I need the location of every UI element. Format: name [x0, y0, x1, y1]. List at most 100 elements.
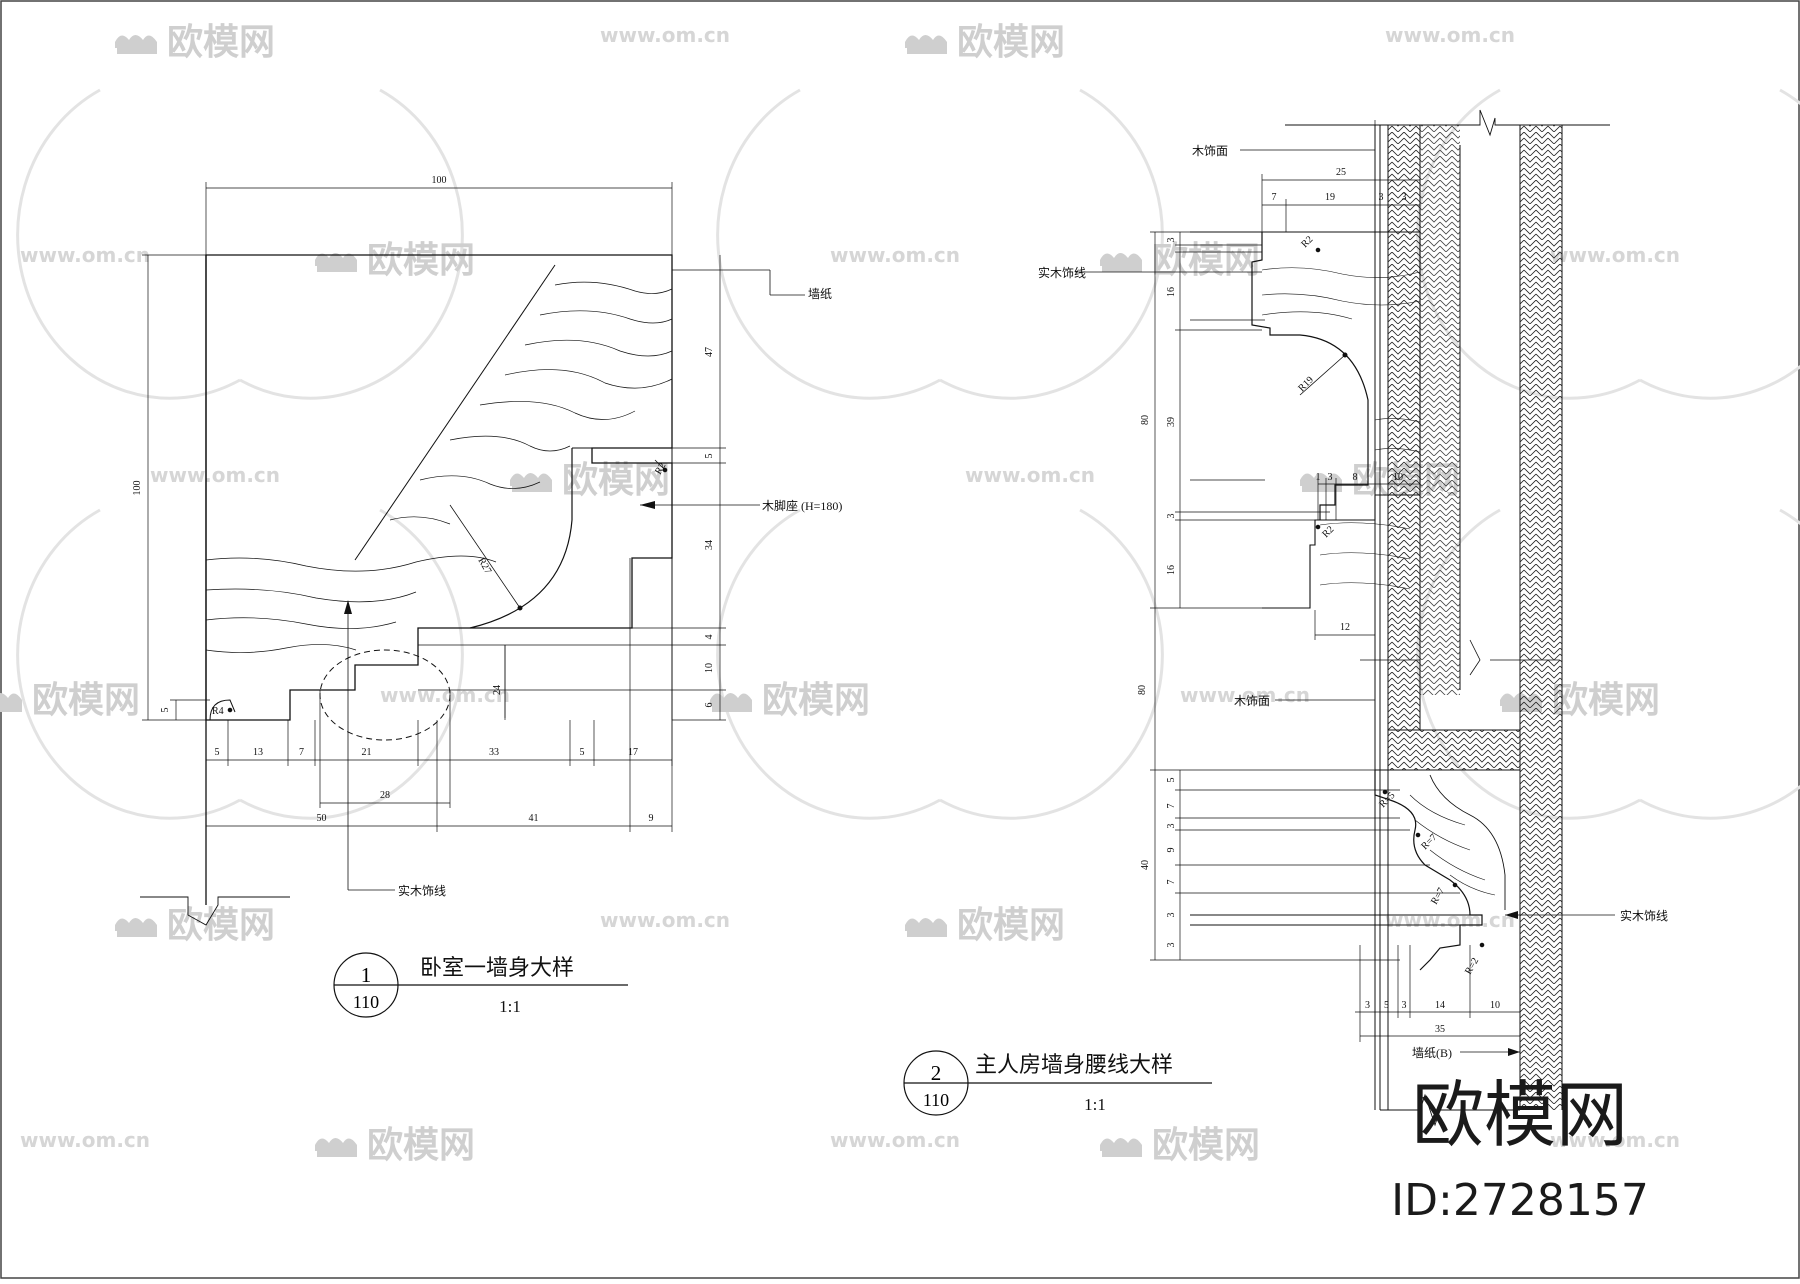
watermark-brand: 欧模网: [115, 905, 275, 946]
svg-text:欧模网: 欧模网: [1152, 1125, 1260, 1166]
brand-id: ID:2728157: [1391, 1175, 1649, 1226]
watermark-brand: 欧模网: [1100, 240, 1260, 281]
svg-text:欧模网: 欧模网: [762, 680, 870, 721]
watermark-brand: 欧模网: [315, 1125, 475, 1166]
dim-left-5: 5: [160, 708, 171, 713]
dim-right-1: 5: [704, 454, 715, 459]
watermark-url: www.om.cn: [600, 908, 730, 932]
dim-d2-top-3b: 3: [1402, 192, 1407, 203]
radius-r2-b: R2: [1320, 524, 1336, 540]
watermark-brand: 欧模网: [905, 22, 1065, 63]
svg-text:欧模网: 欧模网: [32, 680, 140, 721]
svg-text:欧模网: 欧模网: [1552, 680, 1660, 721]
dim-left-100: 100: [132, 481, 143, 496]
label-wallpaper-b: 墙纸(B): [1412, 1046, 1452, 1060]
detail-1-number: 1: [361, 963, 372, 987]
dim-d2-ll-7: 3: [1166, 943, 1177, 948]
dim-d2-bot-1: 5: [1384, 1000, 1389, 1011]
dim-d2-ll-4: 7: [1166, 880, 1177, 885]
dim-d2-mid-12: 12: [1340, 622, 1350, 633]
label-wallpaper: 墙纸: [808, 287, 832, 301]
watermark-brand: 欧模网: [1100, 1125, 1260, 1166]
detail-2-number: 2: [931, 1061, 942, 1085]
watermark-brand: 欧模网: [0, 680, 140, 721]
watermark-url: www.om.cn: [1385, 23, 1515, 47]
radius-r19: R19: [1296, 375, 1316, 395]
dim-right-4: 10: [704, 663, 715, 673]
watermark-url: www.om.cn: [380, 683, 510, 707]
label-molding-1: 实木饰线: [398, 883, 446, 898]
watermark-brand: 欧模网: [710, 680, 870, 721]
detail-2-scale: 1:1: [1084, 1095, 1106, 1114]
watermark-url: www.om.cn: [150, 463, 280, 487]
dim-d2-ll-6: 40: [1140, 860, 1151, 870]
watermark-url: www.om.cn: [830, 243, 960, 267]
dim-row3-0: 50: [317, 813, 327, 824]
dim-right-2: 34: [704, 540, 715, 550]
radius-r2-d1: R2: [653, 461, 668, 477]
dim-d2-lu-16a: 16: [1166, 287, 1177, 297]
detail-1-title: 卧室一墙身大样: [420, 955, 574, 980]
dim-d2-ll-5: 3: [1166, 913, 1177, 918]
dim-d2-lu-39: 39: [1166, 417, 1177, 427]
radius-r4: R4: [212, 706, 224, 717]
dim-d2-lu-16b: 16: [1166, 565, 1177, 575]
dim-row3-1: 41: [529, 813, 539, 824]
label-molding-top: 实木饰线: [1038, 265, 1086, 280]
svg-text:欧模网: 欧模网: [167, 905, 275, 946]
detail-1-sheet: 110: [353, 992, 379, 1012]
detail-2-sheet: 110: [923, 1090, 949, 1110]
detail-1-bedroom-wall-section: [140, 182, 805, 926]
svg-text:欧模网: 欧模网: [957, 905, 1065, 946]
dim-d2-lu-80: 80: [1140, 415, 1151, 425]
dim-d2-mid-1: 1: [1316, 472, 1321, 483]
svg-text:欧模网: 欧模网: [957, 22, 1065, 63]
dim-d2-top-25: 25: [1336, 167, 1346, 178]
svg-text:欧模网: 欧模网: [367, 1125, 475, 1166]
watermark-url: www.om.cn: [1385, 908, 1515, 932]
dim-row1-5: 5: [580, 747, 585, 758]
watermark-url: www.om.cn: [20, 1128, 150, 1152]
watermark-url: www.om.cn: [1180, 683, 1310, 707]
dim-outer-80: 80: [1137, 685, 1148, 695]
dim-top-100: 100: [432, 175, 447, 186]
label-baseboard: 木脚座 (H=180): [762, 498, 842, 513]
label-wood-finish-mid: 木饰面: [1234, 694, 1270, 708]
detail-2-title: 主人房墙身腰线大样: [975, 1052, 1173, 1077]
detail-2-master-room-waistline: [1075, 109, 1615, 1127]
dim-d2-ll-1: 7: [1166, 804, 1177, 809]
dim-row1-3: 21: [362, 747, 372, 758]
watermark-brand: 欧模网: [315, 240, 475, 281]
radius-r2-a: R2: [1299, 234, 1315, 250]
label-wood-finish-top: 木饰面: [1192, 144, 1228, 158]
dim-d2-bot-4: 10: [1490, 1000, 1500, 1011]
watermark-url: www.om.cn: [1550, 1128, 1680, 1152]
svg-text:欧模网: 欧模网: [1152, 240, 1260, 281]
dim-row1-4: 33: [489, 747, 499, 758]
label-molding-bottom: 实木饰线: [1620, 908, 1668, 923]
dim-d2-ll-2: 3: [1166, 824, 1177, 829]
dim-right-3: 4: [704, 635, 715, 640]
dim-row1-0: 5: [215, 747, 220, 758]
svg-text:欧模网: 欧模网: [167, 22, 275, 63]
radius-r27: R27: [475, 556, 493, 576]
radius-r7-b: R=7: [1429, 886, 1447, 906]
watermark-url: www.om.cn: [600, 23, 730, 47]
dim-d2-mid-3: 3: [1328, 472, 1333, 483]
svg-text:欧模网: 欧模网: [367, 240, 475, 281]
dim-d2-top-3a: 3: [1379, 192, 1384, 203]
dim-right-0: 47: [704, 347, 715, 357]
watermark-brand: 欧模网: [510, 460, 670, 501]
dim-d2-top-19: 19: [1325, 192, 1335, 203]
dim-d2-top-7: 7: [1272, 192, 1277, 203]
brand-logo: 欧模网: [1412, 1073, 1628, 1157]
dim-d2-mid-10: 10: [1393, 472, 1403, 483]
dim-d2-ll-3: 9: [1166, 848, 1177, 853]
dim-28: 28: [380, 790, 390, 801]
radius-r7-a: R=7: [1419, 832, 1439, 852]
watermark-url: www.om.cn: [1550, 243, 1680, 267]
dim-right-5: 6: [704, 703, 715, 708]
radius-r2-c: R=2: [1463, 956, 1481, 976]
dim-row1-1: 13: [253, 747, 263, 758]
